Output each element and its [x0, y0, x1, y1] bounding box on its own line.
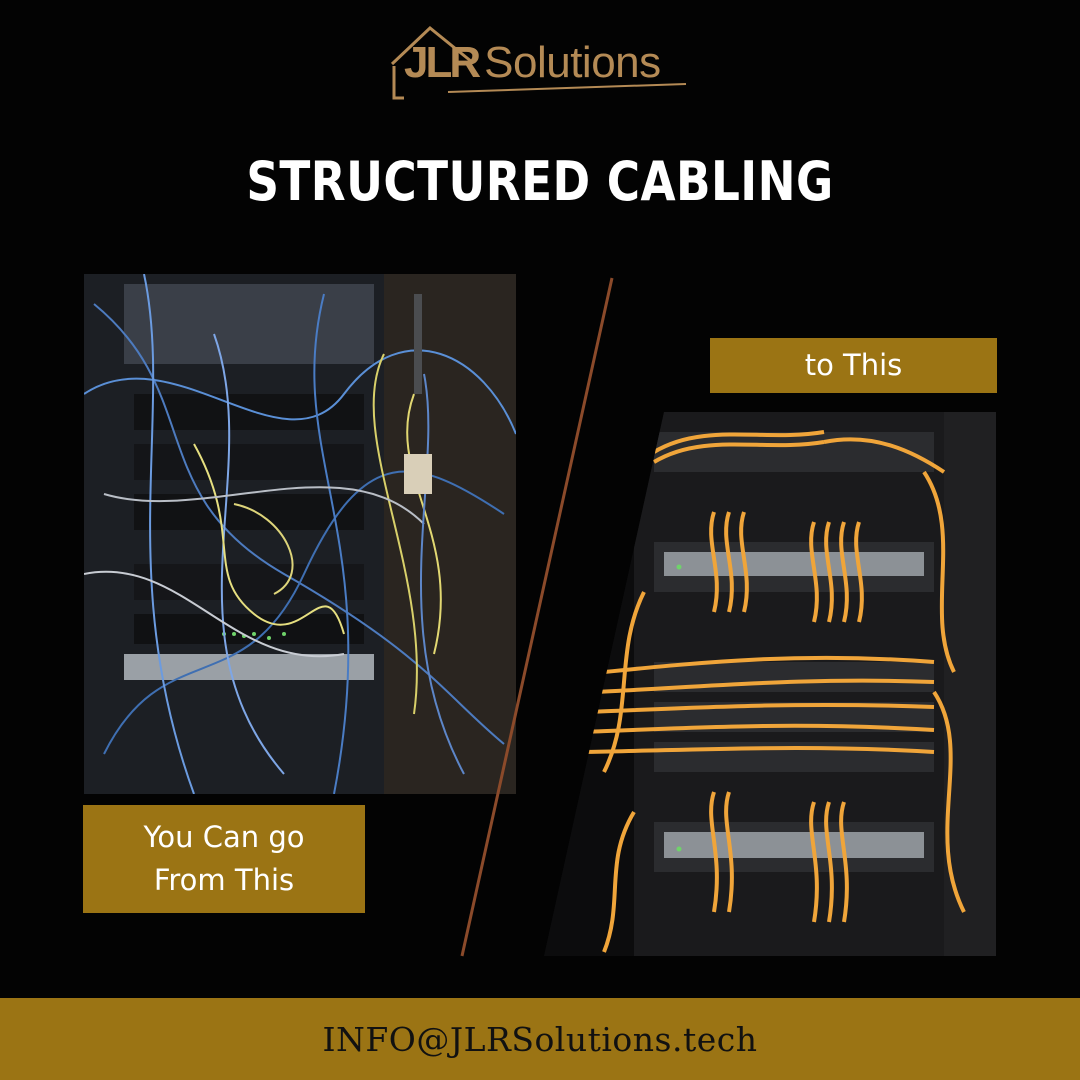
organized-cable-rack-photo: [544, 412, 996, 956]
before-label: You Can go From This: [83, 805, 365, 913]
logo-word: Solutions: [484, 38, 661, 87]
page-title: STRUCTURED CABLING: [246, 150, 834, 213]
house-outline-icon: [390, 26, 687, 100]
messy-cable-rack-photo: [84, 274, 516, 794]
before-label-line2: From This: [153, 863, 295, 897]
footer-bar: INFO@JLRSolutions.tech: [0, 998, 1080, 1080]
logo-letters-lr: LR: [425, 38, 481, 87]
after-label-text: to This: [804, 347, 903, 382]
logo-letter-j: J: [404, 38, 429, 87]
after-label: to This: [710, 338, 997, 393]
contact-email[interactable]: INFO@JLRSolutions.tech: [322, 1019, 758, 1059]
before-label-line1: You Can go: [143, 819, 305, 854]
